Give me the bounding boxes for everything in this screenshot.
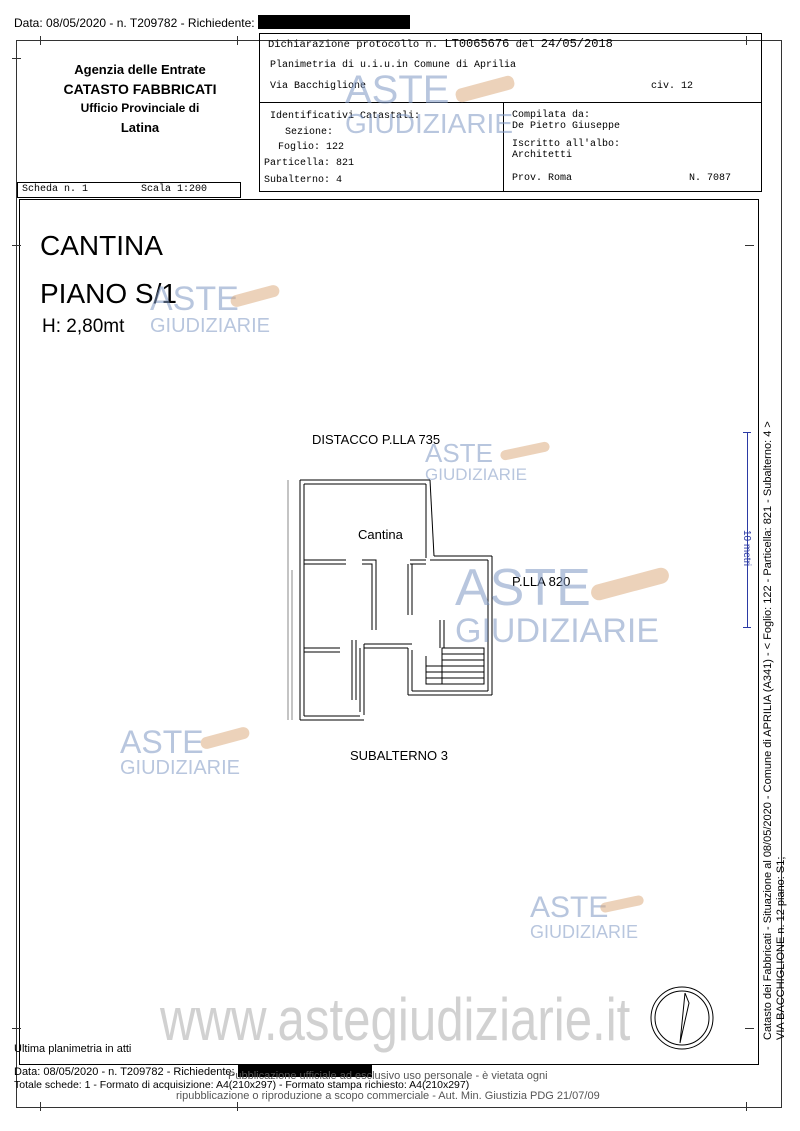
frame-tick	[746, 1102, 747, 1111]
plla-820-label: P.LLA 820	[512, 574, 571, 589]
outer-frame-left	[16, 40, 17, 1108]
scheda-box	[17, 182, 241, 198]
particella-value: Particella: 821	[264, 158, 355, 169]
ultima-planimetria: Ultima planimetria in atti	[14, 1043, 132, 1055]
frame-tick	[237, 36, 238, 45]
floor-plan	[287, 479, 493, 721]
compilata-name: De Pietro Giuseppe	[512, 121, 621, 132]
outer-frame-bottom	[16, 1107, 782, 1108]
frame-tick	[746, 36, 747, 45]
iscritto-label: Iscritto all'albo:	[512, 139, 621, 150]
frame-tick	[12, 245, 21, 246]
frame-tick	[12, 1028, 21, 1029]
plan-title: CANTINA	[40, 230, 163, 261]
aste-watermark-distacco: ASTE GIUDIZIARIE	[425, 440, 551, 483]
subalterno-value: Subalterno: 4	[264, 175, 343, 186]
outer-frame-top	[16, 40, 782, 41]
header-info-box	[259, 33, 762, 192]
frame-tick	[237, 1102, 238, 1111]
scale-bar-cap-bottom	[743, 627, 751, 628]
iscritto-value: Architetti	[512, 150, 573, 161]
north-arrow-icon	[650, 986, 714, 1050]
aste-watermark-left: ASTE GIUDIZIARIE	[120, 725, 251, 778]
scale-bar-cap-top	[743, 432, 751, 433]
aste-watermark-title: ASTE GIUDIZIARIE	[150, 282, 281, 336]
frame-tick	[40, 36, 41, 45]
identificativi-label: Identificativi Catastali:	[270, 111, 421, 122]
redacted-requester-footer	[237, 1064, 372, 1077]
footer-publication-notice-2: ripubblicazione o riproduzione a scopo c…	[176, 1090, 600, 1102]
header-divider-h1	[259, 102, 762, 103]
province-label: Prov. Roma	[512, 173, 573, 184]
site-watermark: www.astegiudiziarie.it	[160, 986, 631, 1053]
compilata-label: Compilata da:	[512, 110, 591, 121]
scheda-scale: Scala 1:200	[141, 184, 208, 195]
plan-floor: PIANO S/1	[40, 278, 177, 309]
agency-catasto: CATASTO FABBRICATI	[63, 81, 217, 97]
via-line: Via Bacchiglione	[270, 81, 367, 92]
frame-tick	[745, 245, 754, 246]
plan-height: H: 2,80mt	[42, 316, 125, 337]
footer-data-line: Data: 08/05/2020 - n. T209782 - Richiede…	[14, 1064, 372, 1078]
aste-watermark-bottom: ASTE GIUDIZIARIE	[530, 893, 645, 941]
agency-name: Agenzia delle Entrate	[74, 62, 206, 77]
aste-watermark-header: ASTE GIUDIZIARIE	[345, 70, 516, 138]
registration-number: N. 7087	[689, 173, 732, 184]
scale-bar	[747, 432, 748, 628]
sezione-label: Sezione:	[285, 127, 334, 138]
planimetria-line: Planimetria di u.i.u.in Comune di Aprili…	[270, 60, 517, 71]
frame-tick	[40, 1102, 41, 1111]
frame-tick	[12, 58, 21, 59]
agency-province: Latina	[120, 120, 160, 135]
side-text-line2: VIA BACCHIGLIONE n. 12 piano: S1;	[775, 856, 787, 1040]
top-request-line: Data: 08/05/2020 - n. T209782 - Richiede…	[14, 15, 410, 30]
footer-publication-notice-1: Pubblicazione ufficiale ad esclusivo uso…	[228, 1070, 548, 1082]
frame-tick	[745, 1028, 754, 1029]
civ-number: civ. 12	[651, 81, 694, 92]
redacted-requester	[257, 15, 410, 29]
foglio-value: Foglio: 122	[278, 142, 345, 153]
distacco-label: DISTACCO P.LLA 735	[312, 432, 441, 447]
subalterno-3-label: SUBALTERNO 3	[350, 748, 449, 763]
room-label-cantina: Cantina	[358, 527, 403, 542]
protocol-line: Dichiarazione protocollo n. LT0065676 de…	[268, 37, 613, 51]
header-divider-v	[503, 102, 504, 192]
outer-frame-right	[781, 40, 782, 1108]
agency-block: Agenzia delle Entrate CATASTO FABBRICATI…	[30, 62, 250, 135]
drawing-frame	[19, 199, 759, 1065]
scheda-number: Scheda n. 1	[22, 184, 89, 195]
aste-watermark-center: ASTE GIUDIZIARIE	[455, 562, 671, 648]
side-text-line1: Catasto dei Fabbricati - Situazione al 0…	[762, 421, 774, 1040]
agency-office: Ufficio Provinciale di	[80, 101, 200, 115]
scale-bar-label: 10 metri	[741, 530, 752, 567]
footer-totale-line: Totale schede: 1 - Formato di acquisizio…	[14, 1079, 470, 1091]
